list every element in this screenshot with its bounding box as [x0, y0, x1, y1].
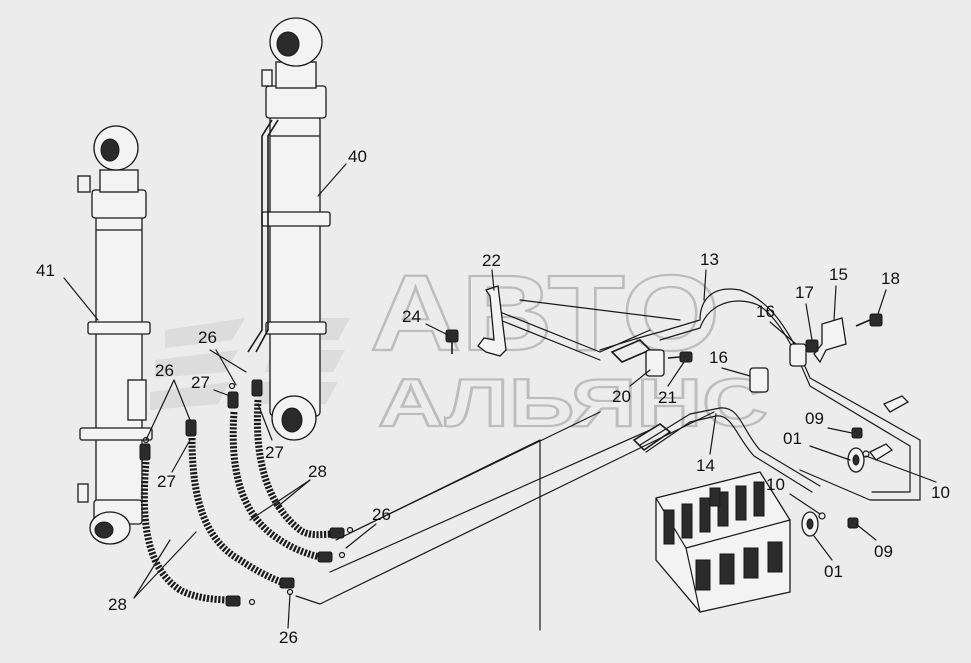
- part-label-lbl-14: 14: [696, 456, 715, 475]
- part-label-lbl-27-a: 27: [191, 373, 210, 392]
- part-label-lbl-17: 17: [795, 283, 814, 302]
- part-label-lbl-27-b: 27: [265, 443, 284, 462]
- bracket-15: [813, 317, 847, 364]
- part-label-lbl-21: 21: [658, 388, 677, 407]
- hydraulic-cylinder-40: [247, 17, 331, 441]
- part-label-lbl-22: 22: [482, 251, 501, 270]
- part-label-lbl-09-a: 09: [805, 409, 824, 428]
- part-label-lbl-01-b: 01: [824, 562, 843, 581]
- bolts-09: [847, 427, 863, 529]
- part-labels: 41 40 26 26 27 27 27 28 28 26 26 24 22 13 15 18 17 16 16 20…: [36, 147, 950, 647]
- part-label-lbl-27-c: 27: [157, 472, 176, 491]
- watermark-line1: АВТО: [370, 252, 720, 373]
- part-label-lbl-26-c: 26: [372, 505, 391, 524]
- part-label-lbl-41: 41: [36, 261, 55, 280]
- hoses-28: [140, 399, 345, 607]
- flanges-01: [801, 447, 865, 537]
- orings-10: [818, 450, 870, 520]
- leader-lines: [63, 163, 937, 629]
- clamp-20-21: [645, 349, 693, 377]
- part-label-lbl-26-a: 26: [198, 328, 217, 347]
- part-label-lbl-09-b: 09: [874, 542, 893, 561]
- part-label-lbl-10-a: 10: [766, 475, 785, 494]
- part-label-lbl-26-d: 26: [279, 628, 298, 647]
- part-label-lbl-10-b: 10: [931, 483, 950, 502]
- clamps-16: [749, 343, 807, 393]
- part-label-lbl-28-a: 28: [308, 462, 327, 481]
- control-valve-block: [655, 471, 791, 613]
- part-label-lbl-26-b: 26: [155, 361, 174, 380]
- pipe-ends: [869, 395, 910, 461]
- part-label-lbl-13: 13: [700, 250, 719, 269]
- bolt-24: [445, 329, 459, 354]
- part-label-lbl-16-b: 16: [709, 348, 728, 367]
- watermark-line2: АЛЬЯНС: [378, 365, 768, 441]
- hydraulic-cylinder-41: [77, 125, 153, 545]
- part-label-lbl-01-a: 01: [783, 429, 802, 448]
- part-label-lbl-40: 40: [348, 147, 367, 166]
- bolt-18: [855, 313, 883, 327]
- part-label-lbl-18: 18: [881, 269, 900, 288]
- part-label-lbl-15: 15: [829, 265, 848, 284]
- part-label-lbl-24: 24: [402, 307, 421, 326]
- clamp-bracket-22: [477, 285, 507, 357]
- watermark: АВТО АЛЬЯНС: [150, 251, 769, 442]
- part-label-lbl-20: 20: [612, 387, 631, 406]
- fittings-27: [139, 379, 263, 461]
- part-label-lbl-16-a: 16: [756, 302, 775, 321]
- part-label-lbl-28-b: 28: [108, 595, 127, 614]
- plate-17: [805, 339, 819, 353]
